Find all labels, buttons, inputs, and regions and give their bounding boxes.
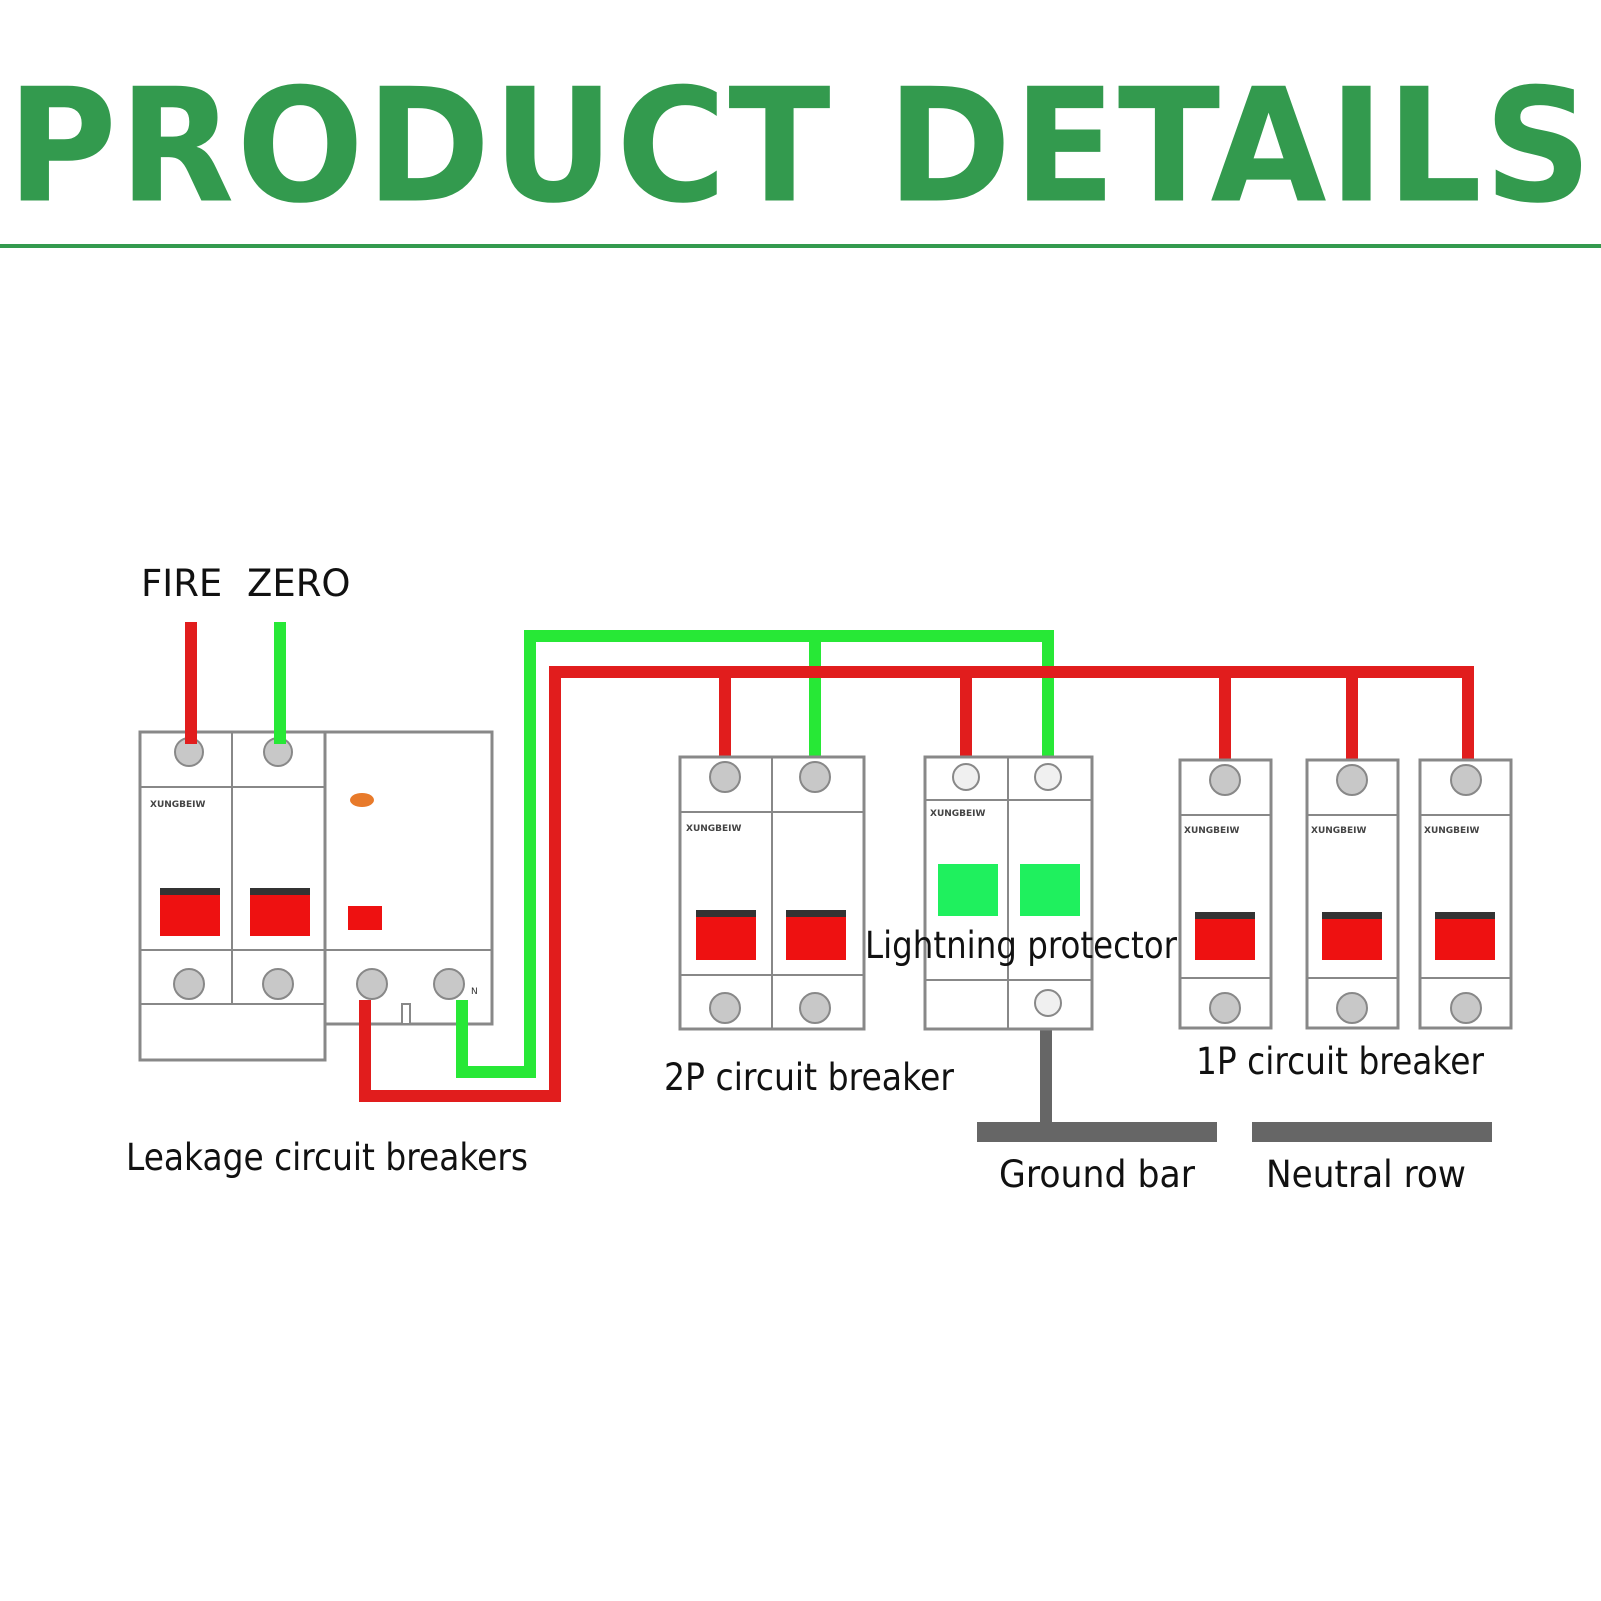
svg-text:XUNGBEIW: XUNGBEIW: [1424, 826, 1480, 836]
ground-bar-label: Ground bar: [999, 1153, 1196, 1196]
neutral-bus: [456, 630, 1054, 1078]
one-pole-breaker-icon: XUNGBEIW: [1418, 758, 1513, 1030]
svg-text:XUNGBEIW: XUNGBEIW: [150, 800, 206, 810]
neutral-row-label: Neutral row: [1266, 1153, 1466, 1196]
live-bus: [359, 666, 1474, 1102]
one-pole-label: 1P circuit breaker: [1196, 1040, 1485, 1083]
title-divider: [0, 244, 1601, 248]
wiring: [185, 622, 1474, 1126]
lightning-protector-label: Lightning protector: [865, 924, 1178, 967]
svg-text:XUNGBEIW: XUNGBEIW: [1311, 826, 1367, 836]
svg-text:XUNGBEIW: XUNGBEIW: [686, 824, 742, 834]
one-pole-breaker-icon: XUNGBEIW: [1305, 758, 1400, 1030]
leakage-label: Leakage circuit breakers: [126, 1136, 528, 1179]
leakage-breaker-icon: XUNGBEIW N: [138, 730, 494, 1062]
ground-bar: [977, 1122, 1217, 1142]
two-pole-label: 2P circuit breaker: [664, 1056, 955, 1099]
svg-text:XUNGBEIW: XUNGBEIW: [1184, 826, 1240, 836]
one-pole-breaker-icon: XUNGBEIW: [1178, 758, 1273, 1030]
svg-text:N: N: [471, 987, 478, 997]
neutral-row-bar: [1252, 1122, 1492, 1142]
svg-text:XUNGBEIW: XUNGBEIW: [930, 809, 986, 819]
fire-label: FIRE: [141, 562, 222, 605]
page-title: PRODUCT DETAILS: [6, 55, 1595, 239]
zero-label: ZERO: [247, 562, 351, 605]
two-pole-breaker-icon: XUNGBEIW: [678, 755, 866, 1031]
surge-protector-icon: XUNGBEIW: [923, 755, 1094, 1031]
